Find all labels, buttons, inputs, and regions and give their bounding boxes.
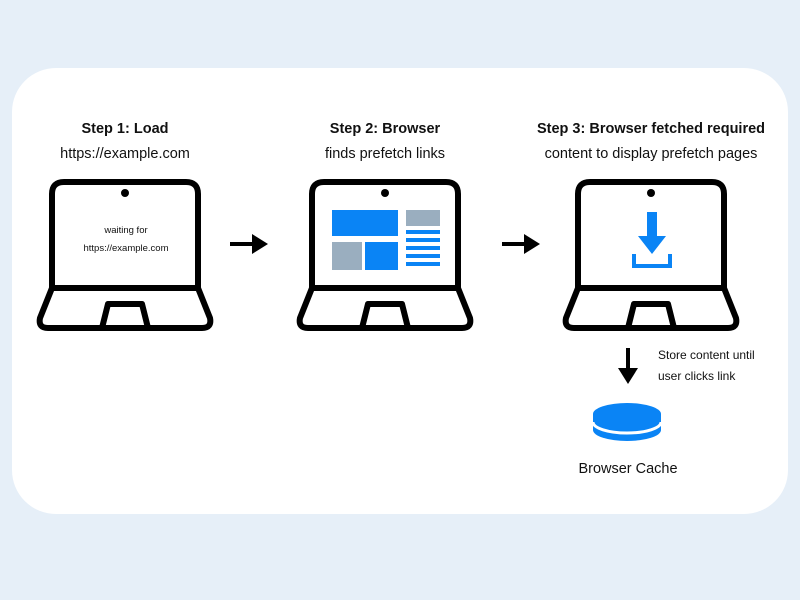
download-icon (632, 212, 672, 268)
waiting-line-2: https://example.com (83, 243, 169, 254)
step-2-label: Step 2: Browser finds prefetch links (265, 117, 505, 167)
database-cache-icon (591, 403, 663, 441)
step-3-label: Step 3: Browser fetched required content… (501, 117, 800, 167)
webpage-layout-icon (332, 210, 440, 270)
step-3-subtitle: content to display prefetch pages (544, 146, 758, 162)
arrow-right-icon (230, 234, 268, 254)
store-note-line-2: user clicks link (658, 369, 736, 383)
step-2-subtitle: finds prefetch links (324, 146, 446, 162)
store-note-line-1: Store content until (658, 348, 755, 362)
step-3-title: Step 3: Browser fetched required (536, 121, 766, 137)
step-1-title: Step 1: Load (81, 121, 169, 137)
step-2-title: Step 2: Browser (329, 121, 441, 137)
step-1-subtitle: https://example.com (60, 146, 190, 162)
laptop-1-screen-text: waiting for https://example.com (56, 222, 196, 258)
browser-cache-label: Browser Cache (578, 461, 678, 477)
laptop-1-icon (36, 179, 214, 331)
arrow-right-icon (502, 234, 540, 254)
arrow-down-icon (618, 348, 638, 384)
store-note: Store content until user clicks link (658, 345, 755, 387)
laptop-2-icon (296, 179, 474, 331)
laptop-3-icon (562, 179, 740, 331)
waiting-line-1: waiting for (104, 225, 148, 236)
step-1-label: Step 1: Load https://example.com (5, 117, 245, 167)
